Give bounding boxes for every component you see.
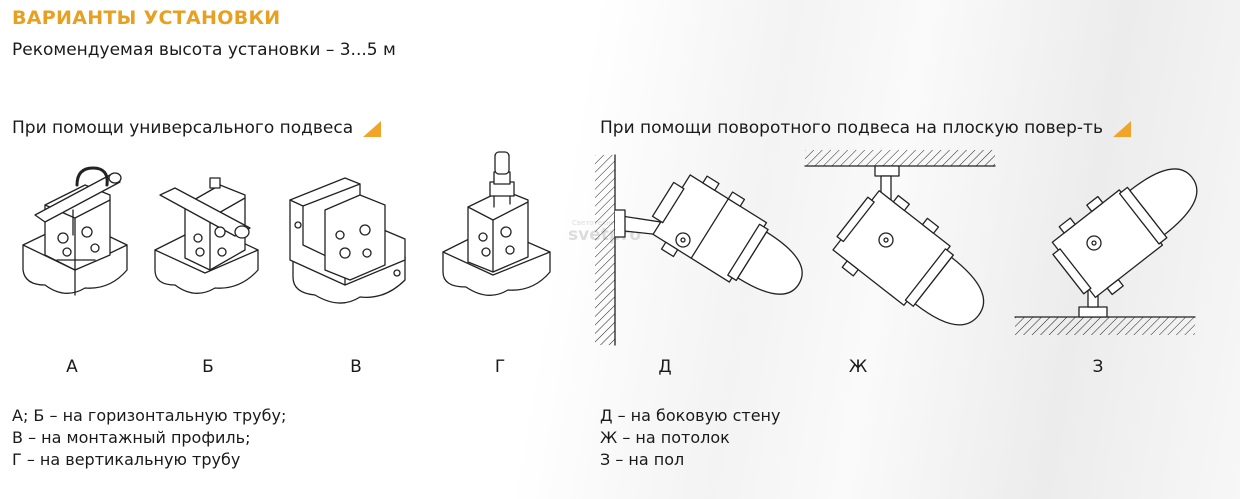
figure-b-drawing xyxy=(154,177,259,294)
legend-item: Д – на боковую стену xyxy=(600,406,781,425)
figure-z-drawing xyxy=(1014,168,1198,335)
orange-triangle-icon xyxy=(1112,121,1131,137)
figure-v-drawing xyxy=(289,177,406,304)
figure-a-drawing xyxy=(22,166,128,296)
section-title-universal-text: При помощи универсального подвеса xyxy=(12,118,354,138)
page-title: ВАРИАНТЫ УСТАНОВКИ xyxy=(12,7,281,29)
page-subtitle: Рекомендуемая высота установки – 3...5 м xyxy=(12,40,396,60)
figure-label-z: З xyxy=(1092,357,1104,377)
figure-label-zh: Ж xyxy=(848,357,868,377)
legend-item: Ж – на потолок xyxy=(600,428,730,447)
section-title-swivel: При помощи поворотного подвеса на плоску… xyxy=(600,118,1131,138)
figure-g-drawing xyxy=(442,151,551,296)
section-title-universal: При помощи универсального подвеса xyxy=(12,118,382,138)
legend-right: Д – на боковую стену Ж – на потолок З – … xyxy=(600,405,780,471)
figure-label-v: В xyxy=(350,357,362,377)
legend-left: А; Б – на горизонтальную трубу; В – на м… xyxy=(12,405,286,471)
orange-triangle-icon xyxy=(363,121,382,137)
section-title-swivel-text: При помощи поворотного подвеса на плоску… xyxy=(600,118,1103,138)
figure-label-b: Б xyxy=(202,357,214,377)
figure-d-drawing xyxy=(595,154,803,346)
figure-zh-drawing xyxy=(804,150,996,326)
legend-item: Г – на вертикальную трубу xyxy=(12,450,241,469)
legend-item: В – на монтажный профиль; xyxy=(12,428,251,447)
figure-label-d: Д xyxy=(658,357,672,377)
legend-item: З – на пол xyxy=(600,450,685,469)
legend-item: А; Б – на горизонтальную трубу; xyxy=(12,406,287,425)
figure-label-g: Г xyxy=(494,357,506,377)
figure-label-a: А xyxy=(66,357,78,377)
